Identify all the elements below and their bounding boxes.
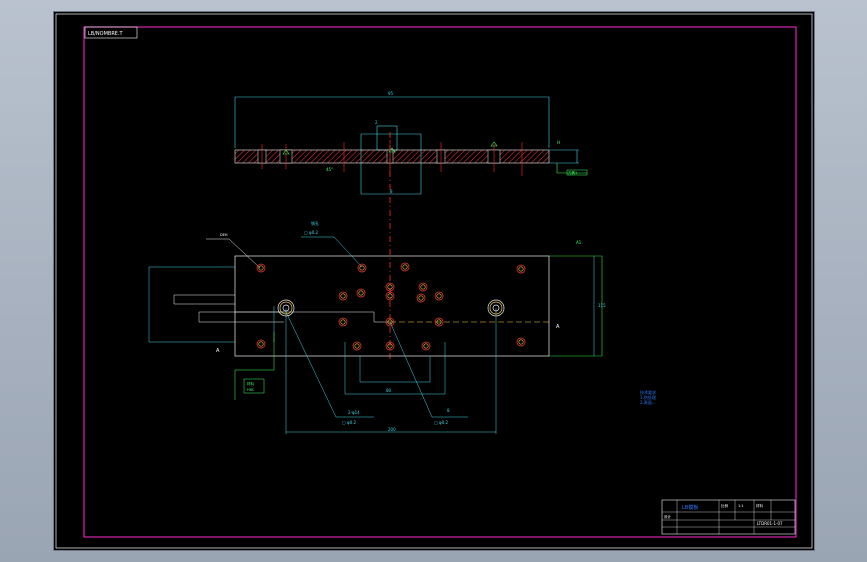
section-leader-label: 刀具1 xyxy=(568,170,577,175)
hole[interactable] xyxy=(516,337,526,347)
title-block-cell3: 材料 xyxy=(756,503,764,508)
hole[interactable] xyxy=(434,317,444,327)
pilot-hole[interactable] xyxy=(277,299,295,317)
drawing-frame xyxy=(83,26,797,538)
bottom-right-callout-label: 8 xyxy=(447,408,450,413)
title-block-cell1: 比例 xyxy=(721,503,729,508)
title-block-cell2: 1:1 xyxy=(738,504,744,508)
sheet-border xyxy=(55,13,813,549)
holes-callout-label: 销孔 xyxy=(311,220,319,226)
notes-line3: 2.表面... xyxy=(640,399,656,405)
hole[interactable] xyxy=(416,293,426,303)
hole[interactable] xyxy=(356,288,366,298)
section-left-label: 45° xyxy=(326,167,333,172)
notes-line1: 技术要求 xyxy=(640,389,656,395)
hole[interactable] xyxy=(385,341,395,351)
plan-bottom-dim: 200 xyxy=(388,427,396,432)
section-boss-dim: 2 xyxy=(375,120,378,125)
hole[interactable] xyxy=(256,263,266,273)
title-block-name: LB模板 xyxy=(682,504,698,511)
plan-left-mark: A xyxy=(216,348,220,354)
hole[interactable] xyxy=(516,264,526,274)
plan-plate-outline xyxy=(234,255,550,357)
drawing-tab-label: LB/NOMBRE.T xyxy=(88,31,124,37)
hole[interactable] xyxy=(338,317,348,327)
hole[interactable] xyxy=(352,341,362,351)
section-depth-dim: 8 xyxy=(390,189,393,194)
plan-top-left-label: DEH xyxy=(220,233,228,237)
bottom-left-callout-label: 2-φ14 xyxy=(348,410,360,415)
hole[interactable] xyxy=(400,262,410,272)
bottom-right-callout-value: □ φ0.2 xyxy=(434,420,449,425)
hole[interactable] xyxy=(256,339,266,349)
hole[interactable] xyxy=(338,291,348,301)
technical-notes: 技术要求 1.热处理 2.表面... xyxy=(640,389,656,405)
hole[interactable] xyxy=(421,341,431,351)
notes-line2: 1.热处理 xyxy=(640,394,656,400)
hole-pattern[interactable] xyxy=(256,262,526,351)
hole[interactable] xyxy=(385,291,395,301)
hole[interactable] xyxy=(434,291,444,301)
hole[interactable] xyxy=(418,282,428,292)
plan-right-top-label: A1 xyxy=(576,240,582,245)
hole[interactable] xyxy=(357,263,367,273)
cad-drawing[interactable]: LB/NOMBRE.T 95 2 8 xyxy=(54,12,814,550)
title-block-drawing-no: LTDR01-1-07 xyxy=(757,521,783,526)
plan-inner-dim: 80 xyxy=(386,388,392,393)
section-right-label: H xyxy=(557,140,560,145)
section-view[interactable]: 95 2 8 xyxy=(234,91,588,362)
holes-callout-value: □ φ0.2 xyxy=(304,230,319,235)
title-block-row-label: 设计 xyxy=(664,514,672,519)
hole[interactable] xyxy=(385,317,395,327)
plan-right-mark: A xyxy=(556,324,560,330)
pilot-hole[interactable] xyxy=(487,299,505,317)
bottom-left-callout-value: □ φ0.2 xyxy=(342,420,357,425)
green-box-line1: 材料 xyxy=(247,381,254,386)
drawing-tab-box xyxy=(84,26,138,39)
section-top-dim: 95 xyxy=(388,91,394,96)
green-box-line2: HRC xyxy=(247,388,255,392)
plan-right-dim: 115 xyxy=(598,303,606,308)
hole[interactable] xyxy=(385,282,395,292)
drawing-viewport[interactable]: LB/NOMBRE.T 95 2 8 xyxy=(54,12,814,550)
title-block[interactable]: LB模板 比例 1:1 材料 LTDR01-1-07 设计 xyxy=(661,499,796,535)
plan-view[interactable]: 115 A1 A A DEH 销孔 □ φ0.2 80 200 2-φ14 xyxy=(148,220,606,434)
